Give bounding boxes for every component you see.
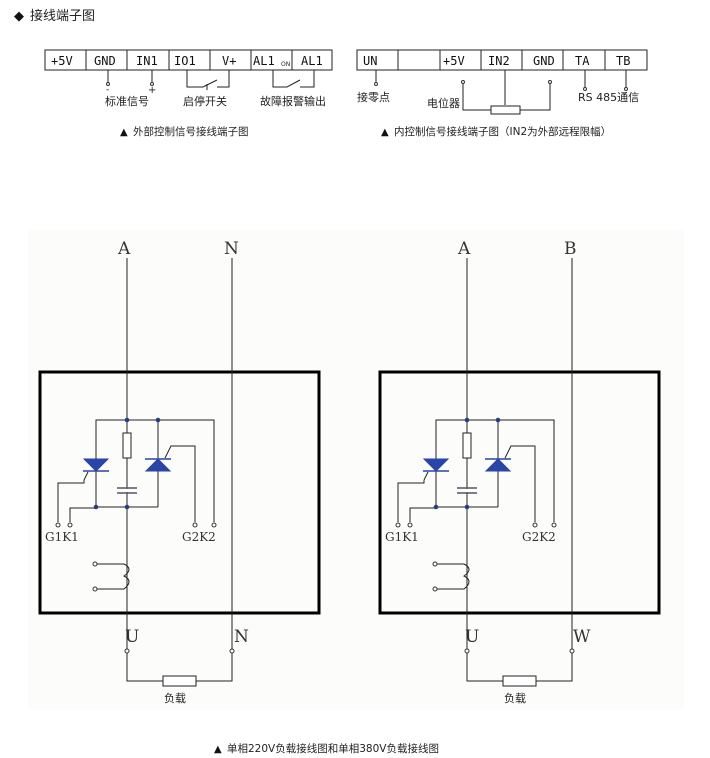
terminal-a: A <box>117 239 131 259</box>
caret-up-icon: ▲ <box>214 744 222 755</box>
label-potentiometer: 电位器 <box>427 96 460 110</box>
label-g1k1: G1K1 <box>385 530 419 544</box>
internal-caption: 内控制信号接线端子图（IN2为外部远程限幅） <box>394 125 611 138</box>
diamond-icon: ◆ <box>14 9 24 24</box>
label-load: 负载 <box>504 691 526 705</box>
terminal-in2: IN2 <box>488 54 510 68</box>
label-rs485: RS 485通信 <box>578 91 639 104</box>
terminal-al1-on: AL1 <box>253 54 275 68</box>
section-title: 接线端子图 <box>30 8 95 24</box>
plus-sign: + <box>148 85 156 96</box>
wiring-panel <box>28 230 684 710</box>
internal-terminal-strip: UN +5V IN2 GND TA TB 接零点 电位器 RS 485通信 ▲ … <box>356 49 648 138</box>
label-neutral-point: 接零点 <box>357 91 390 104</box>
terminal-b: B <box>564 239 577 259</box>
terminal-+5v: +5V <box>51 54 73 68</box>
label-start-stop-switch: 启停开关 <box>183 94 227 108</box>
terminal-gnd: GND <box>533 54 555 68</box>
terminal-v+: V+ <box>222 54 236 68</box>
terminal-ta: TA <box>575 54 590 68</box>
terminal-+5v: +5V <box>443 54 465 68</box>
terminal-n: N <box>224 239 239 259</box>
terminal-u: U <box>125 627 139 647</box>
right-circuit-labels: A B G1K1 G2K2 U W 负载 <box>385 239 591 705</box>
external-terminal-strip: +5V GND IN1 IO1 V+ AL1 ON AL1 - + 标准信号 启… <box>44 49 333 138</box>
terminal-un: UN <box>363 54 377 68</box>
caret-up-icon: ▲ <box>120 127 128 138</box>
al1-subscript: ON <box>281 61 290 68</box>
wiring-caption: 单相220V负载接线图和单相380V负载接线图 <box>227 742 439 755</box>
terminal-io1: IO1 <box>174 54 196 68</box>
terminal-n-out: N <box>234 627 249 647</box>
label-load: 负载 <box>164 691 186 705</box>
terminal-a: A <box>457 239 471 259</box>
left-circuit-labels: A N G1K1 G2K2 U N 负载 <box>45 239 249 705</box>
label-standard-signal: 标准信号 <box>105 94 149 108</box>
terminal-gnd: GND <box>94 54 116 68</box>
label-g1k1: G1K1 <box>45 530 79 544</box>
terminal-al1: AL1 <box>301 54 323 68</box>
terminal-u: U <box>465 627 479 647</box>
terminal-tb: TB <box>616 54 630 68</box>
label-g2k2: G2K2 <box>182 530 216 544</box>
terminal-in1: IN1 <box>136 54 158 68</box>
label-g2k2: G2K2 <box>522 530 556 544</box>
external-caption: 外部控制信号接线端子图 <box>133 125 249 138</box>
minus-sign: - <box>106 85 109 95</box>
terminal-w: W <box>573 627 591 647</box>
caret-up-icon: ▲ <box>381 127 389 138</box>
label-fault-alarm-output: 故障报警输出 <box>260 94 326 108</box>
